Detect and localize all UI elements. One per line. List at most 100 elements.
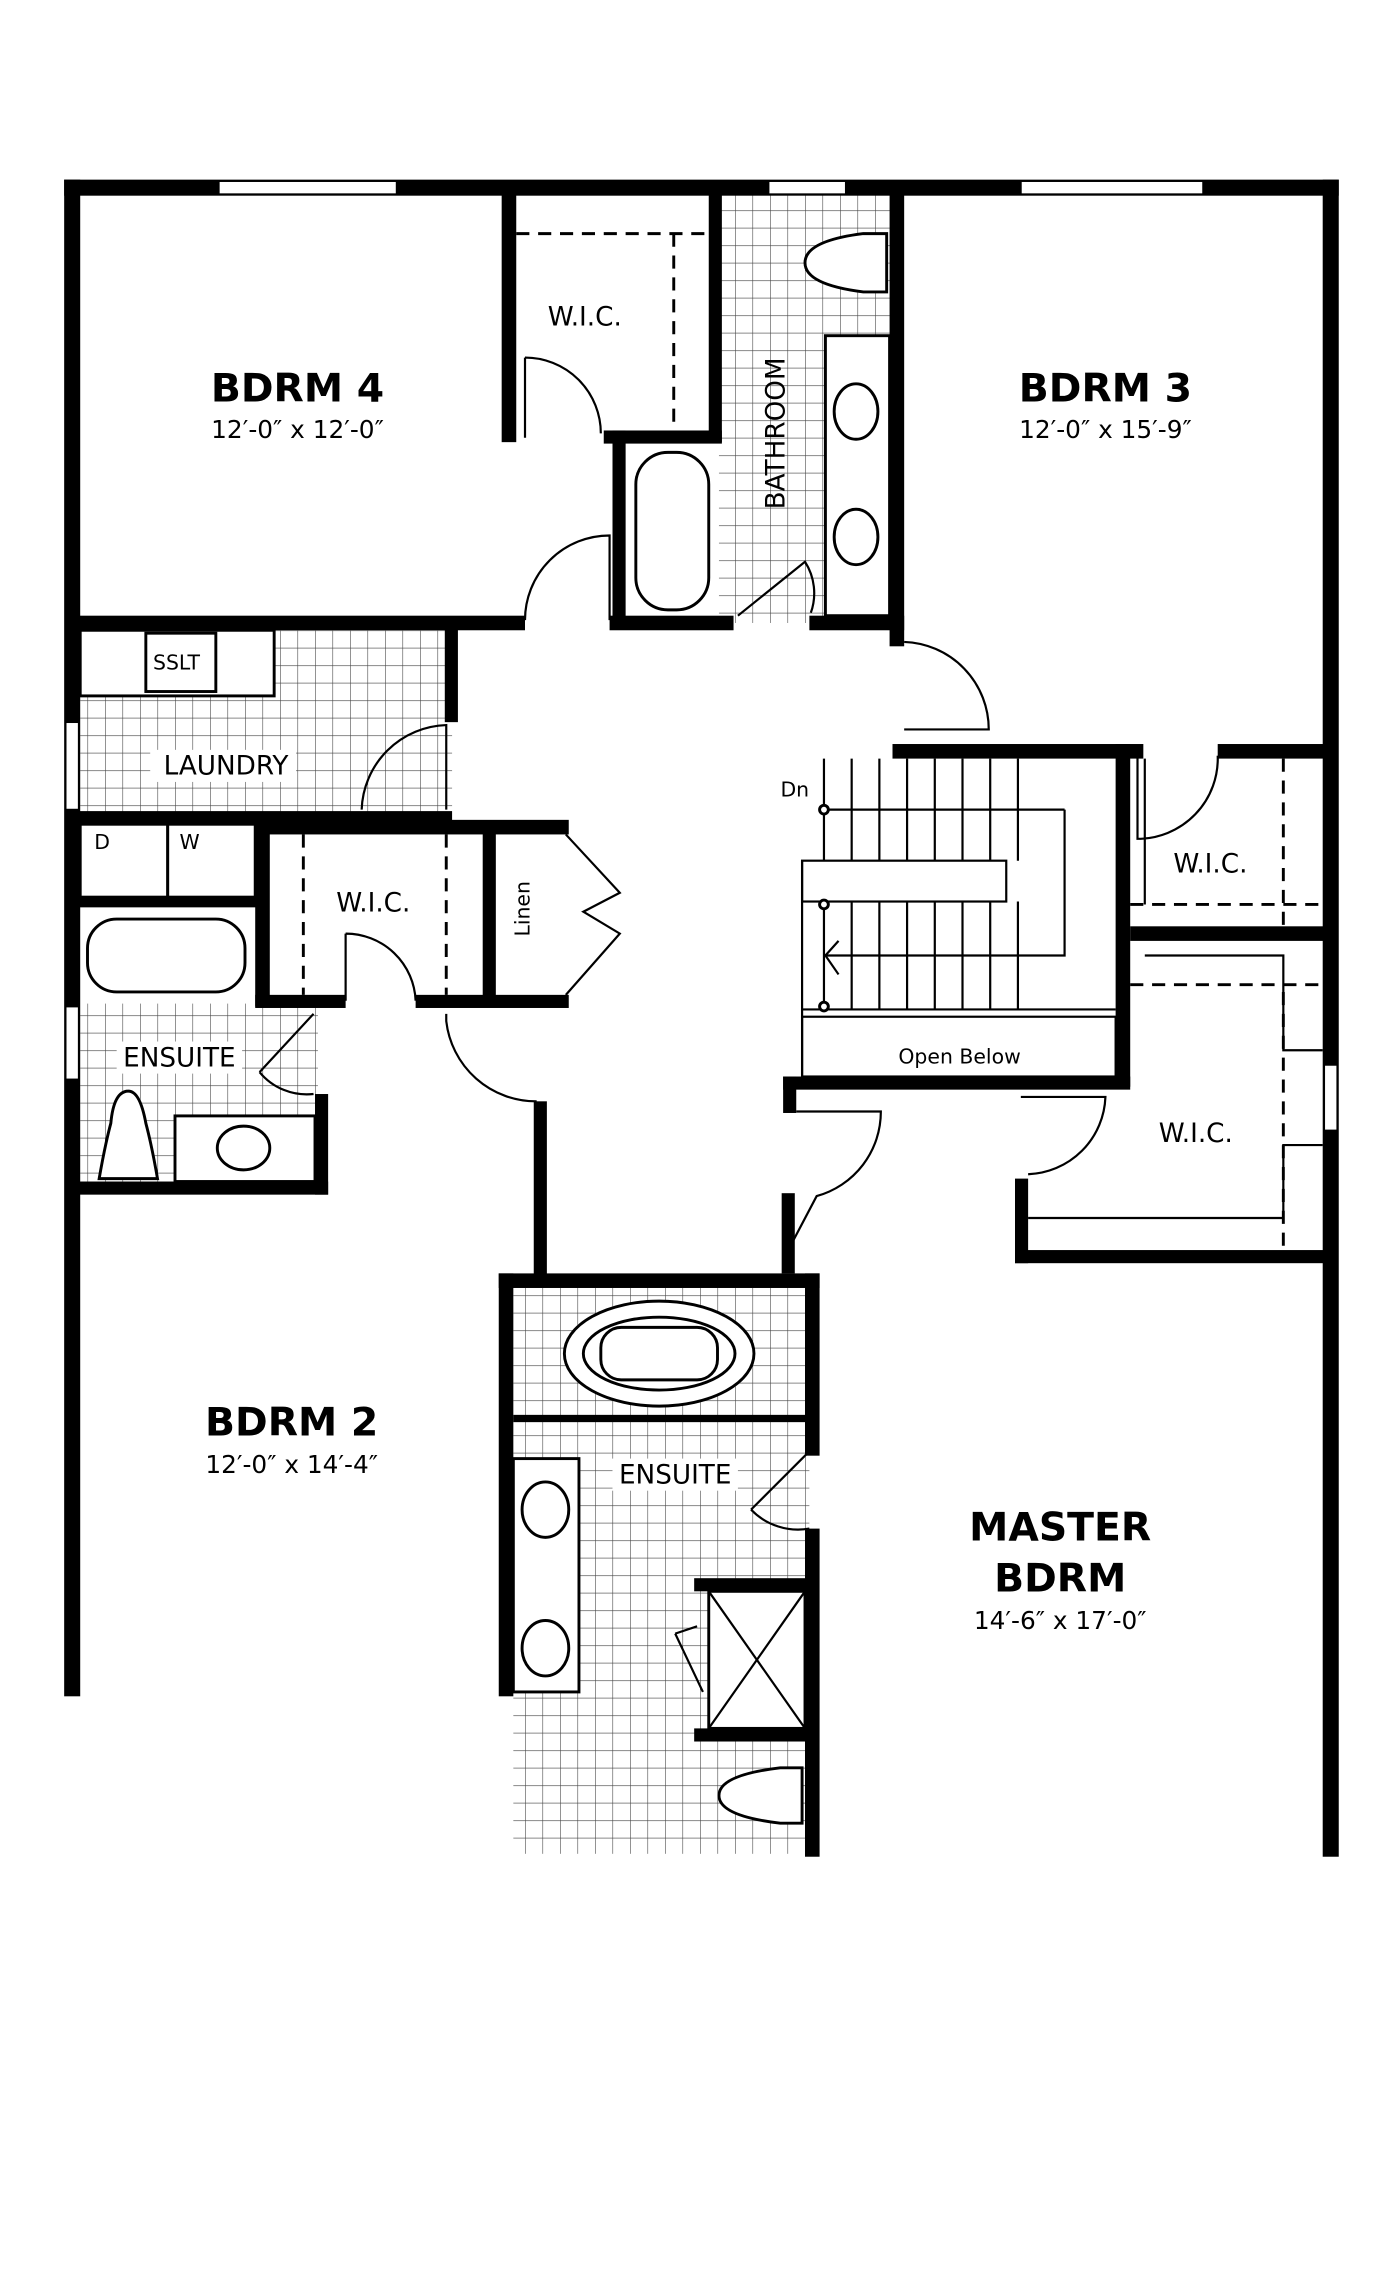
door-swing	[904, 640, 990, 731]
wall	[892, 744, 1144, 759]
closet-shelves	[80, 232, 1323, 1248]
toilet-icon	[803, 232, 889, 294]
label-dryer: D	[94, 830, 110, 854]
label-bg	[116, 1041, 243, 1074]
wall	[889, 194, 905, 647]
room-name-bdrm2: BDRM 2	[205, 1399, 378, 1445]
fixtures	[78, 232, 892, 1825]
room-size-master: 14′-6″ x 17′-0″	[974, 1606, 1147, 1635]
shower-drain-lines	[707, 1590, 806, 1730]
wall	[1115, 744, 1131, 1087]
wall	[533, 1101, 547, 1277]
label-washer: W	[179, 830, 199, 854]
wall	[781, 1193, 795, 1274]
shower-door	[674, 1625, 704, 1693]
label-wic-bdrm4: W.I.C.	[548, 302, 622, 332]
door-swing	[344, 932, 417, 1001]
wall	[805, 1528, 820, 1857]
door-swing	[360, 723, 448, 810]
room-labels: BDRM 4 12′-0″ x 12′-0″ BDRM 3 12′-0″ x 1…	[94, 302, 1247, 1635]
door-swing	[258, 1013, 315, 1096]
sink-icon	[215, 1124, 272, 1172]
door-swing	[445, 1013, 537, 1103]
wall	[694, 1578, 811, 1592]
label-sslt: SSLT	[153, 651, 200, 675]
staircase	[800, 758, 1117, 1080]
label-linen: Linen	[510, 881, 534, 936]
wall	[498, 1273, 820, 1288]
wall	[72, 895, 263, 908]
label-wic-center: W.I.C.	[336, 889, 410, 919]
wall	[612, 430, 626, 628]
window	[64, 721, 80, 811]
wall	[609, 615, 734, 631]
stair-post	[818, 803, 830, 816]
label-ensuite-bdrm2: ENSUITE	[123, 1043, 235, 1073]
wall	[255, 819, 569, 835]
dryer-icon	[78, 822, 170, 899]
room-name-bdrm4: BDRM 4	[211, 365, 384, 411]
open-below-area	[800, 1015, 1117, 1078]
wall	[415, 994, 569, 1008]
room-size-bdrm3: 12′-0″ x 15′-9″	[1019, 415, 1192, 444]
label-stairs-down: Dn	[780, 778, 809, 802]
door-swing	[750, 1450, 811, 1531]
bathtub-icon	[634, 450, 711, 612]
wall	[255, 819, 270, 1007]
wall	[1015, 1250, 1332, 1264]
room-name-master-line1: MASTER	[969, 1504, 1151, 1550]
window	[1019, 180, 1204, 196]
windows	[64, 180, 1339, 1132]
label-bathroom: BATHROOM	[762, 357, 792, 509]
wall	[1217, 744, 1332, 759]
closet-line	[1028, 758, 1323, 1220]
toilet-icon	[717, 1766, 804, 1825]
wall	[498, 1273, 514, 1697]
wall	[444, 622, 458, 723]
door-swing	[786, 1110, 882, 1253]
door-swing	[1136, 755, 1219, 840]
wall	[783, 1076, 797, 1113]
sink-icon	[520, 1619, 571, 1678]
shelf	[1130, 758, 1323, 927]
wall	[72, 615, 526, 631]
window	[767, 180, 847, 196]
room-name-bdrm3: BDRM 3	[1019, 365, 1192, 411]
wall	[255, 994, 346, 1008]
shelf	[516, 232, 709, 431]
sink-icon	[832, 507, 880, 567]
sink-icon	[520, 1480, 571, 1539]
wall	[708, 194, 722, 443]
shelf	[1130, 983, 1323, 1248]
wall	[482, 825, 496, 1001]
stair-post	[818, 1000, 830, 1013]
freestanding-tub-basin	[599, 1325, 719, 1382]
laundry-sink-icon	[144, 631, 218, 693]
wall	[315, 1094, 329, 1195]
wall	[805, 1273, 820, 1456]
window	[217, 180, 398, 196]
wall-right	[1322, 179, 1339, 1857]
label-laundry: LAUNDRY	[164, 752, 290, 782]
stair-landing	[800, 859, 1008, 903]
wall	[694, 1728, 811, 1742]
washer-icon	[166, 822, 257, 899]
room-size-bdrm4: 12′-0″ x 12′-0″	[211, 415, 384, 444]
door-swing	[523, 356, 602, 438]
wall	[783, 1076, 1131, 1090]
wall-left	[64, 179, 81, 1697]
room-name-master-line2: BDRM	[994, 1555, 1126, 1601]
wall	[1130, 926, 1328, 941]
label-bg	[150, 749, 297, 782]
label-wic-bdrm3: W.I.C.	[1173, 849, 1247, 879]
door-swing	[523, 534, 611, 621]
door-swing	[1020, 1095, 1107, 1176]
doors	[258, 356, 1219, 1531]
wall	[809, 615, 905, 631]
toilet-icon	[97, 1089, 160, 1181]
wall	[501, 194, 517, 443]
bathtub-icon	[86, 917, 247, 994]
bifold-door	[565, 833, 622, 996]
label-open-below: Open Below	[898, 1044, 1020, 1068]
